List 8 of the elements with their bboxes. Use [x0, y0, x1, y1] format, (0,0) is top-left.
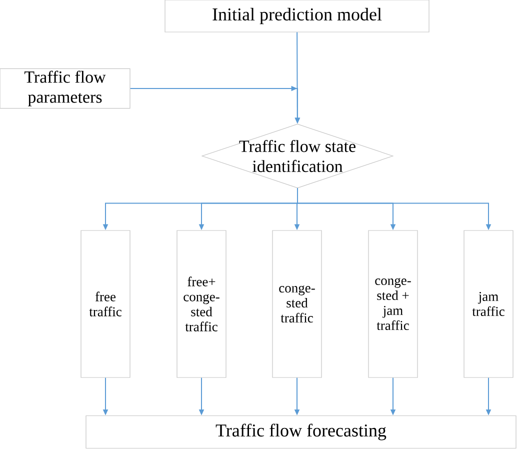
input-box: Traffic flow parameters	[0, 68, 130, 109]
state-box: conge- sted traffic	[272, 230, 322, 378]
output-box: Traffic flow forecasting	[86, 415, 516, 449]
process-box: Initial prediction model	[164, 0, 430, 32]
state-box: conge- sted + jam traffic	[368, 230, 418, 378]
state-box: free+ conge- sted traffic	[176, 230, 226, 378]
state-box: free traffic	[80, 230, 130, 378]
state-box: jam traffic	[464, 230, 514, 378]
